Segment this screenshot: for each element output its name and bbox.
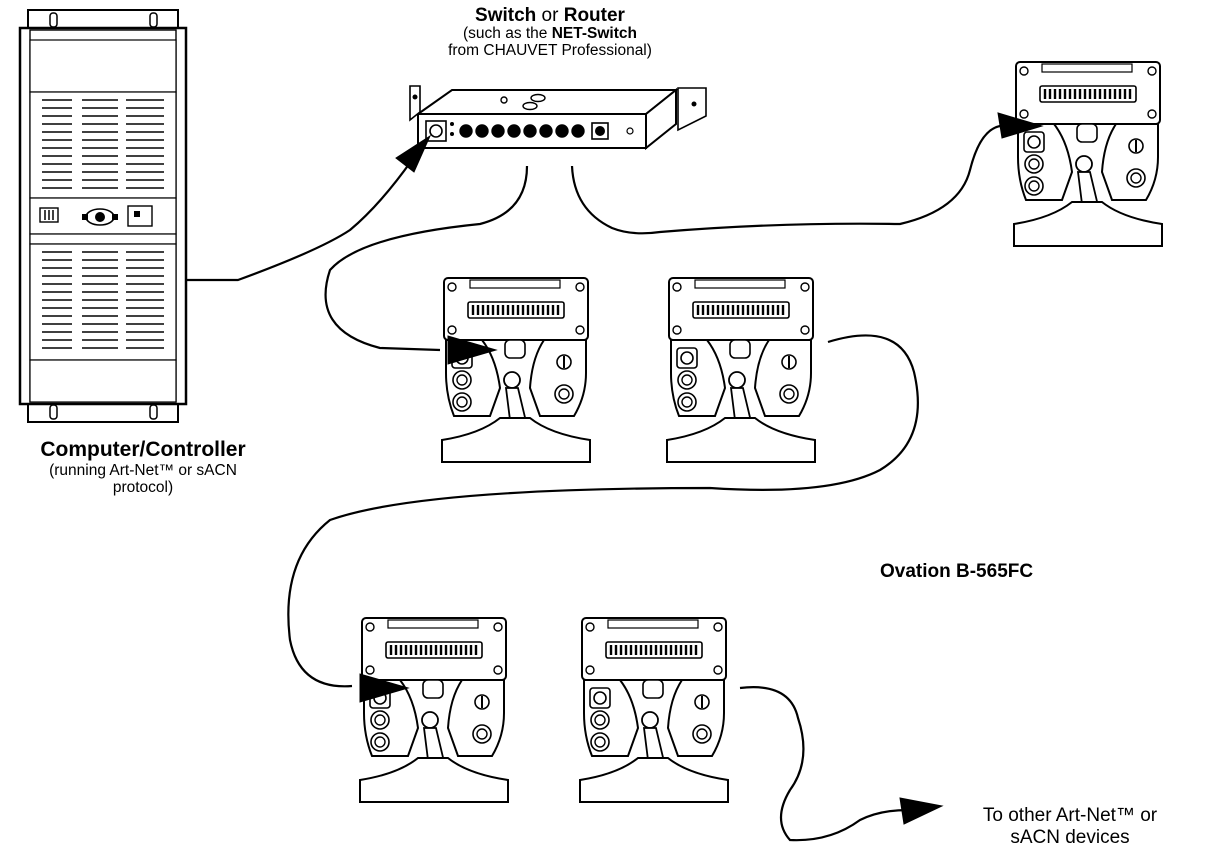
fixture-row2-a-icon bbox=[358, 616, 510, 804]
computer-label: Computer/Controller (running Art-Net™ or… bbox=[0, 438, 286, 496]
switch-sub-prefix: (such as the bbox=[462, 25, 552, 42]
cable-row1-b-to-row2-a bbox=[287, 334, 919, 688]
fixture-model-label: Ovation B-565FC bbox=[880, 561, 1034, 582]
fixture-row1-a-icon bbox=[440, 276, 592, 464]
switch-label: Switch or Router (such as the NET-Switch… bbox=[370, 6, 730, 59]
cable-switch-to-row1-a bbox=[324, 165, 529, 352]
fixture-top-right-icon bbox=[1012, 60, 1164, 248]
arrowhead-icon bbox=[899, 797, 944, 825]
router-title: Router bbox=[563, 5, 625, 26]
computer-controller-icon bbox=[18, 9, 188, 423]
other-devices-line2: sACN devices bbox=[1010, 827, 1130, 848]
cable-row2-b-to-other bbox=[739, 686, 909, 842]
arrowhead-icon bbox=[997, 112, 1044, 139]
cables bbox=[186, 124, 1001, 842]
fixture-row1-b-icon bbox=[665, 276, 817, 464]
arrowhead-icon bbox=[395, 134, 432, 173]
switch-sub-line2: from CHAUVET Professional) bbox=[448, 42, 652, 59]
fixture-row2-b-icon bbox=[578, 616, 730, 804]
network-switch-icon bbox=[409, 85, 707, 151]
other-devices-label: To other Art-Net™ or sACN devices bbox=[930, 805, 1210, 849]
switch-title: Switch bbox=[475, 5, 537, 26]
cable-switch-to-top-fixture bbox=[570, 124, 1001, 235]
net-switch-name: NET-Switch bbox=[551, 25, 637, 42]
computer-title: Computer/Controller bbox=[40, 438, 246, 461]
computer-sub-line1: (running Art-Net™ or sACN bbox=[49, 462, 237, 479]
arrowhead-icon bbox=[447, 335, 498, 365]
computer-sub-line2: protocol) bbox=[112, 479, 174, 496]
cable-computer-to-switch bbox=[186, 159, 413, 282]
switch-title-connector: or bbox=[536, 5, 564, 26]
arrowhead-icon bbox=[359, 673, 410, 703]
other-devices-line1: To other Art-Net™ or bbox=[982, 805, 1158, 826]
arrows bbox=[359, 112, 1044, 825]
